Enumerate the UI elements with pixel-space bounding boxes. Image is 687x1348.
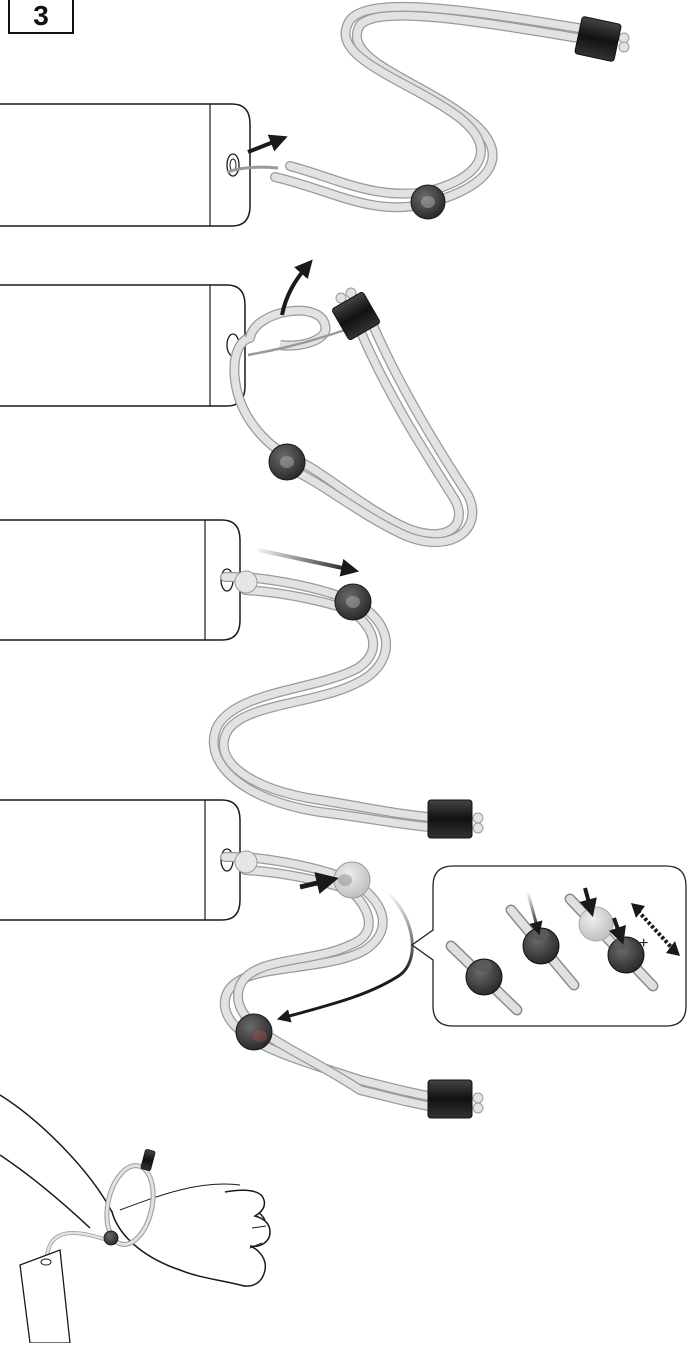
cord-end-cap (428, 800, 483, 838)
slider-bead (236, 1014, 272, 1050)
arrow-icon (282, 975, 400, 1018)
slider-bead (335, 584, 371, 620)
lanyard-cord (234, 311, 472, 542)
cord-end-cap (141, 1149, 156, 1171)
panel-4: + (0, 800, 686, 1118)
cord-end-cap (428, 1080, 483, 1118)
device-body (0, 800, 240, 920)
device-body (0, 285, 245, 406)
slider-bead (104, 1231, 118, 1245)
slider-bead-released (334, 862, 370, 898)
cord-end-cap (574, 16, 629, 61)
hanging-device (20, 1250, 70, 1343)
device-body (0, 520, 240, 640)
slider-bead (269, 444, 305, 480)
lanyard-cord (214, 571, 440, 828)
plus-sign: + (639, 935, 648, 952)
panel-3 (0, 520, 483, 838)
arrow-icon (248, 139, 281, 152)
panel-5-wrist (0, 1095, 270, 1343)
pull-path (390, 895, 412, 975)
panel-1 (0, 7, 629, 226)
slider-bead (411, 185, 445, 219)
detail-inset-panel: + (412, 866, 686, 1026)
device-body (0, 104, 250, 226)
lanyard-cord (225, 851, 440, 1108)
lanyard-cord (227, 7, 590, 207)
step-number-box: 3 (8, 0, 74, 34)
step-number: 3 (33, 2, 49, 30)
arrow-icon (258, 550, 352, 570)
panel-2 (0, 265, 472, 542)
